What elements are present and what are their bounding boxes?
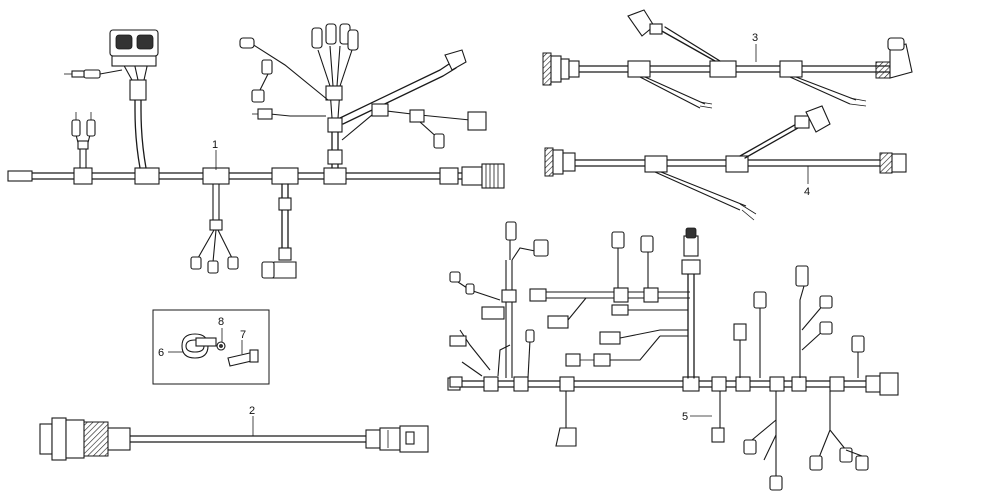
callout-3: 3 [752, 32, 758, 44]
harness-1-ring-terminal [207, 260, 219, 274]
harness-1-box-connector [467, 111, 487, 131]
harness-5-bullet-connector [611, 231, 625, 249]
callout-6: 6 [158, 347, 164, 359]
harness-1-spade-connector [86, 119, 96, 137]
harness-5: 5 [447, 221, 899, 491]
harness-3-junction [709, 60, 737, 78]
harness-4-left-round-connector [544, 147, 554, 177]
harness-5-bullet-connector [795, 265, 809, 287]
harness-1-right-connector [481, 163, 505, 189]
harness-1-junction-4 [271, 167, 299, 185]
harness-5-large-connector [683, 235, 699, 257]
harness-1-bullet-connector [239, 37, 255, 49]
harness-1-flat-plug [257, 108, 273, 120]
harness-5-bullet-connector [505, 221, 517, 241]
harness-1-junction-3 [202, 167, 230, 185]
harness-5-bullet-connector [851, 335, 865, 353]
harness-1-sleeve [129, 79, 147, 101]
harness-5-box-connector [547, 315, 569, 329]
harness-4-junction [725, 155, 749, 173]
harness-5-box-connector [711, 427, 725, 443]
harness-4: 4 [544, 105, 907, 221]
harness-3-junction [779, 60, 803, 78]
harness-3: 3 [542, 9, 913, 109]
harness-5-box-connector [481, 306, 505, 320]
callout-1: 1 [212, 139, 218, 151]
harness-1-bullet-connector [347, 29, 359, 51]
harness-5-elbow-connector [555, 427, 577, 447]
harness-4-elbow-connector [805, 105, 831, 133]
callout-4: 4 [804, 186, 810, 198]
harness-5-bullet-connector [733, 323, 747, 341]
harness-1-junction-5 [323, 167, 347, 185]
callout-2: 2 [249, 405, 255, 417]
harness-1: 1 [7, 23, 505, 279]
harness-1-sleeve [325, 85, 343, 101]
harness-5-right-connector [879, 372, 899, 396]
harness-1-bullet-connector [325, 23, 337, 45]
harness-1-inline-plug [83, 69, 101, 79]
harness-2-round-connector [39, 423, 53, 455]
callout-7: 7 [240, 329, 246, 341]
harness-1-left-end-sleeve [7, 170, 33, 182]
harness-5-bullet-connector [809, 455, 823, 471]
harness-1-right-grommet [439, 167, 459, 185]
harness-4-junction [644, 155, 668, 173]
harness-2: 2 [39, 405, 429, 461]
detail-box-frame [152, 309, 270, 385]
harness-1-junction-1 [73, 167, 93, 185]
harness-4-right-connector [879, 152, 893, 174]
harness-1-ring-terminal [227, 256, 239, 270]
clamp-detail-box: 6 8 7 [152, 309, 270, 385]
harness-5-box-connector [565, 353, 581, 367]
callout-8: 8 [218, 316, 224, 328]
harness-1-elbow-connector [444, 49, 467, 71]
callout-5: 5 [682, 411, 688, 423]
harness-2-plug [379, 427, 401, 451]
harness-5-inline-plug [599, 331, 621, 345]
harness-1-bullet-connector [311, 27, 323, 49]
harness-1-ring-terminal [190, 256, 202, 270]
harness-3-junction [627, 60, 651, 78]
harness-3-left-round-connector [542, 52, 552, 86]
harness-1-spade-connector [71, 119, 81, 137]
harness-3-right-connector [875, 61, 891, 79]
harness-5-inline-plug [449, 335, 467, 347]
harness-1-junction-2 [134, 167, 160, 185]
harness-5-flat-plug [529, 288, 547, 302]
